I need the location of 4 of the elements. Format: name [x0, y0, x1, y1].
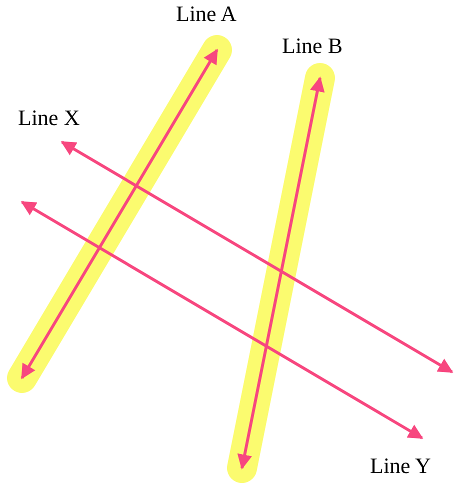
line-label: Line Y [370, 452, 431, 480]
line-label: Line B [282, 32, 342, 60]
line-label: Line A [176, 0, 236, 28]
line-label: Line X [18, 104, 80, 132]
